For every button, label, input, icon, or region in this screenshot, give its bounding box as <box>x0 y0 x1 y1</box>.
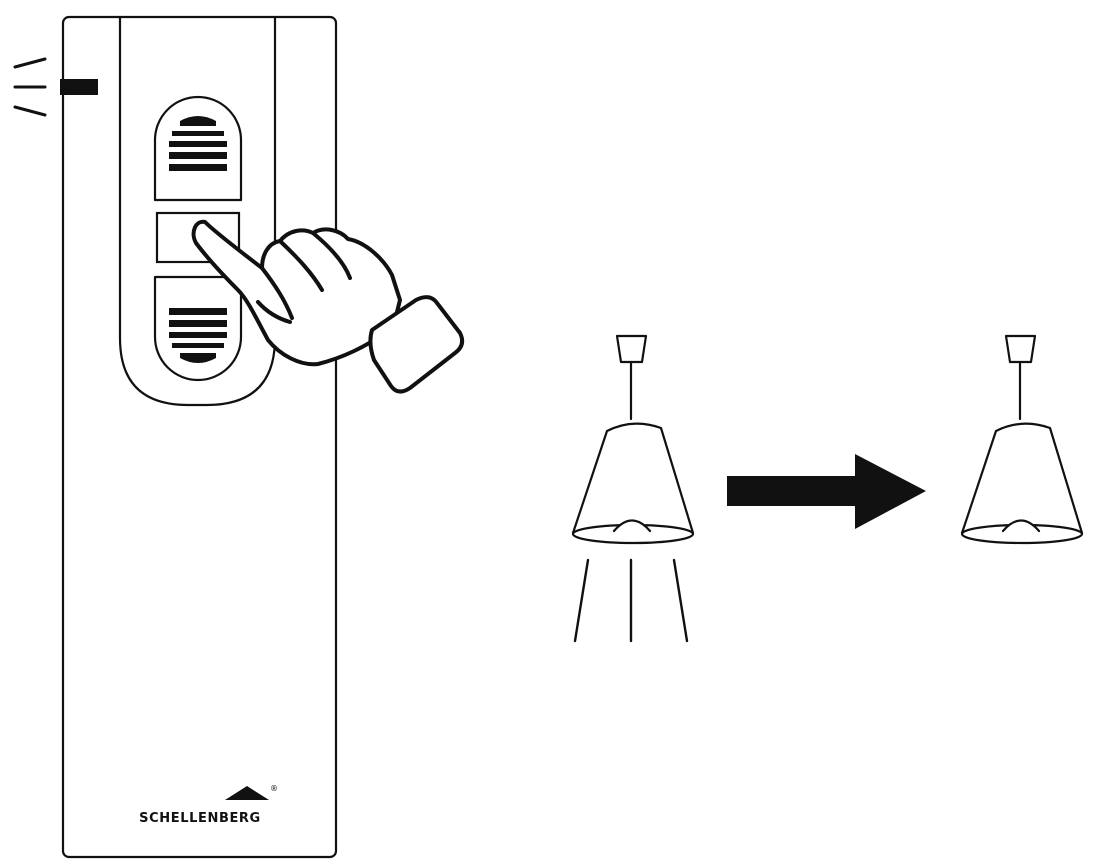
light-rays-icon <box>573 558 689 643</box>
ceiling-canopy <box>1004 334 1037 364</box>
bulb <box>1001 519 1041 533</box>
hand-icon <box>191 219 465 394</box>
down-button[interactable] <box>153 275 243 382</box>
button-panel <box>118 15 277 407</box>
lamp-shade <box>571 422 695 535</box>
remote-body <box>61 15 338 859</box>
arrow-right-icon <box>727 454 926 529</box>
up-grille-icon <box>169 116 227 171</box>
signal-icon <box>13 57 47 117</box>
brand-logo: ® SCHELLENBERG <box>139 784 278 826</box>
registered-mark: ® <box>270 784 278 793</box>
down-grille-icon <box>169 308 227 363</box>
lamp-off <box>960 334 1084 545</box>
up-button[interactable] <box>153 95 243 202</box>
ceiling-canopy <box>615 334 648 364</box>
lamp-on <box>571 334 695 643</box>
remote-control <box>61 15 338 859</box>
lamp-shade <box>960 422 1084 535</box>
brand-label: SCHELLENBERG <box>139 811 261 826</box>
status-led <box>60 79 98 95</box>
bulb <box>612 519 652 533</box>
